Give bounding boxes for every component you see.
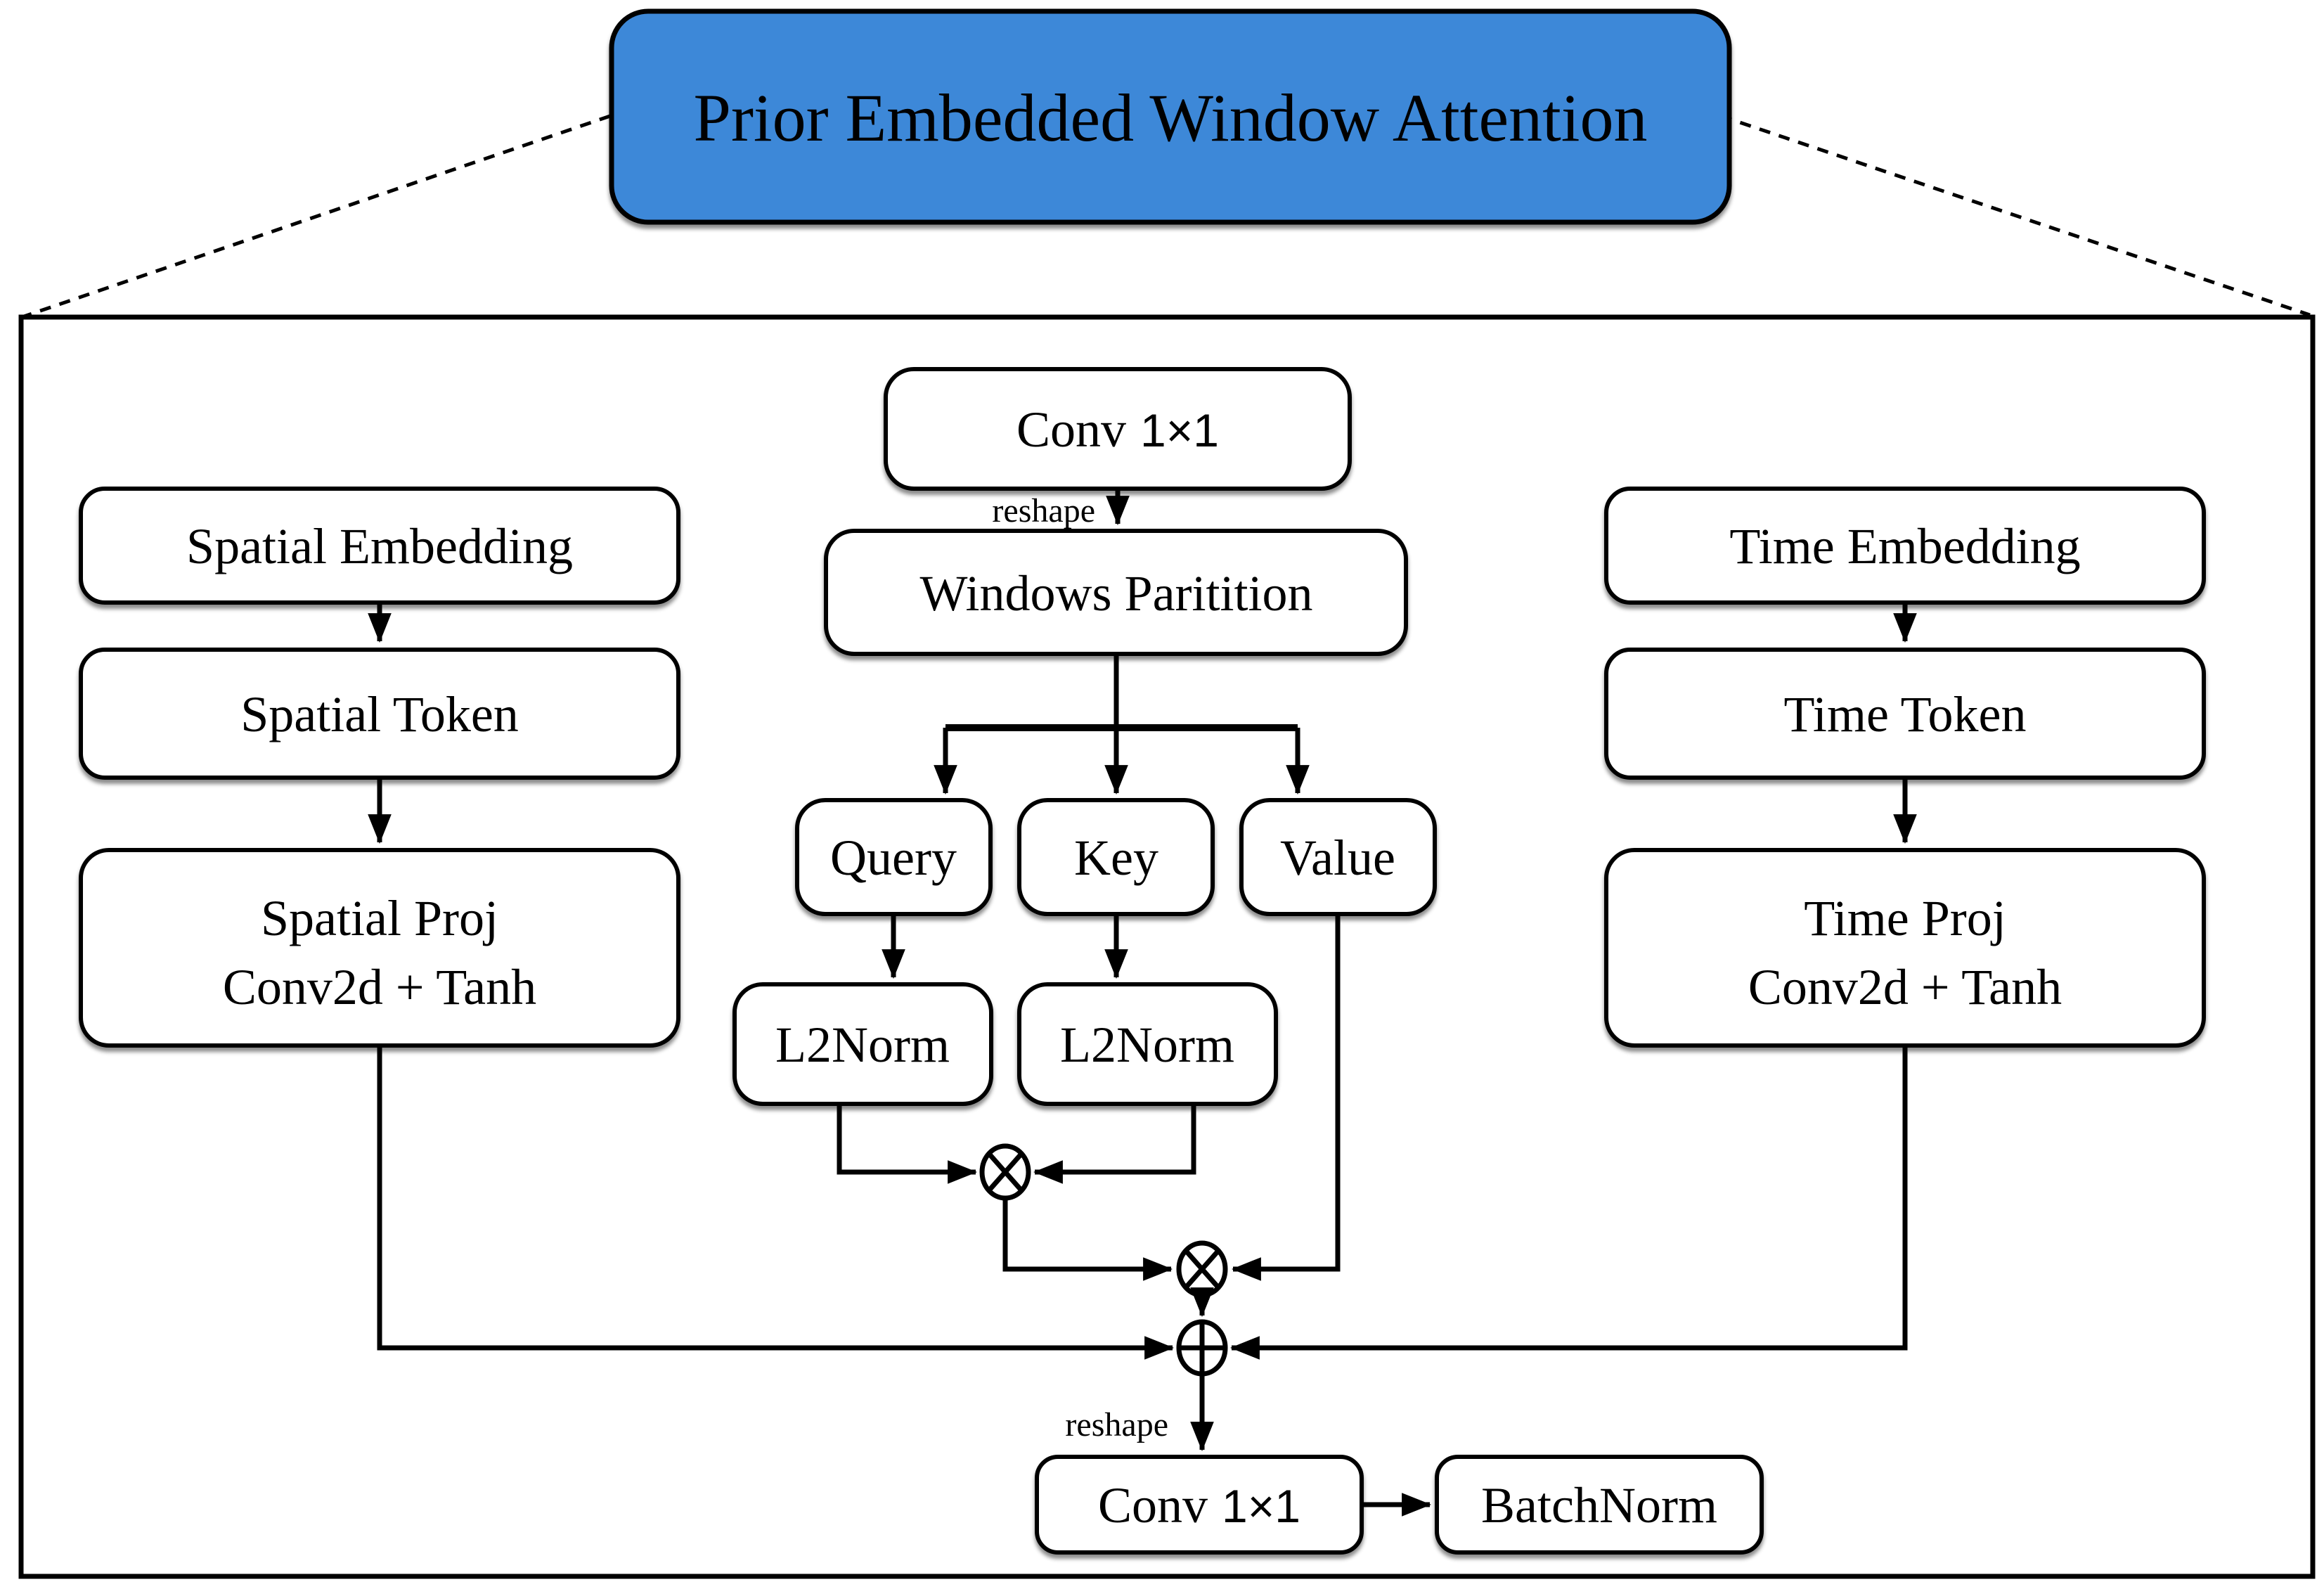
title-box — [609, 8, 1732, 225]
line-l2norm-query-to-matmul1 — [837, 1104, 978, 1184]
time-proj-label-line1: Time Proj — [1804, 890, 2006, 946]
node-l2norm-key: L2Norm — [1017, 982, 1278, 1106]
node-time-token: Time Token — [1604, 648, 2206, 780]
title-label: Prior Embedded Window Attention — [694, 80, 1648, 155]
spatial-proj-label-line1: Spatial Proj — [261, 890, 498, 946]
line-time-proj-to-add — [1229, 1046, 1908, 1360]
value-label: Value — [1280, 830, 1395, 886]
node-key: Key — [1017, 798, 1215, 916]
time-token-label: Time Token — [1783, 686, 2026, 742]
matmul-operator-2 — [1176, 1240, 1228, 1298]
line-matmul1-to-matmul2 — [1002, 1198, 1173, 1281]
spatial-token-label: Spatial Token — [240, 686, 519, 742]
node-query: Query — [795, 798, 993, 916]
time-embedding-label: Time Embedding — [1729, 518, 2080, 574]
line-value-to-matmul2 — [1231, 914, 1341, 1281]
dashed-connector-left — [23, 114, 611, 319]
line-spatial-proj-to-add — [377, 1046, 1175, 1360]
add-operator — [1176, 1319, 1228, 1377]
title-node: Prior Embedded Window Attention — [609, 8, 1732, 225]
node-time-proj: Time Proj Conv2d + Tanh — [1604, 848, 2206, 1048]
node-windows-partition: Windows Paritition — [824, 529, 1408, 656]
time-proj-label-line2: Conv2d + Tanh — [1748, 959, 2062, 1015]
node-spatial-token: Spatial Token — [79, 648, 680, 780]
query-label: Query — [830, 830, 957, 886]
node-l2norm-query: L2Norm — [732, 982, 993, 1106]
node-value: Value — [1239, 798, 1437, 916]
key-label: Key — [1074, 830, 1158, 886]
node-time-embedding: Time Embedding — [1604, 487, 2206, 605]
module-container — [18, 314, 2316, 1579]
l2norm-key-label: L2Norm — [1060, 1017, 1234, 1073]
windows-partition-label: Windows Paritition — [919, 565, 1312, 622]
reshape-bottom-label: reshape — [1065, 1406, 1168, 1443]
dashed-connector-right — [1720, 114, 2311, 317]
spatial-proj-label-line2: Conv2d + Tanh — [223, 959, 536, 1015]
node-spatial-embedding: Spatial Embedding — [79, 487, 680, 605]
batchnorm-label: BatchNorm — [1481, 1477, 1717, 1533]
spatial-embedding-label: Spatial Embedding — [186, 518, 573, 574]
line-l2norm-key-to-matmul1 — [1033, 1104, 1196, 1184]
matmul-operator-1 — [979, 1143, 1031, 1201]
node-spatial-proj: Spatial Proj Conv2d + Tanh — [79, 848, 680, 1048]
l2norm-query-label: L2Norm — [775, 1017, 950, 1073]
node-batchnorm: BatchNorm — [1435, 1455, 1764, 1555]
reshape-top-label: reshape — [992, 492, 1095, 529]
